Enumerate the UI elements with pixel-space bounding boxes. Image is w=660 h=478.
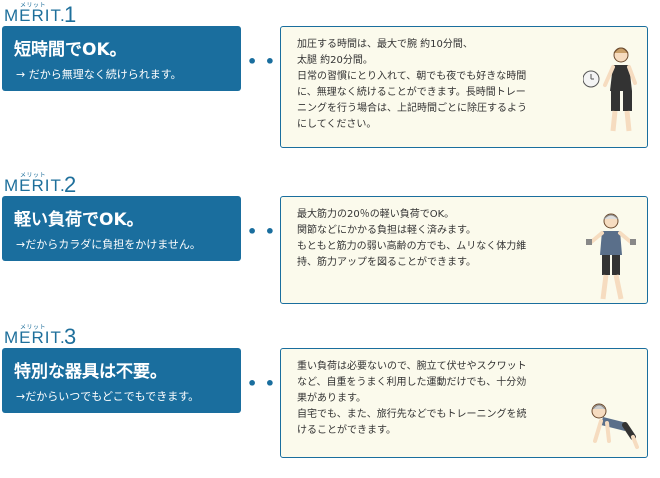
merit-ruby: メリット — [20, 172, 47, 179]
merit-label: MERIT. — [4, 6, 66, 25]
merit-number: 2 — [64, 172, 77, 197]
headline-box: 軽い負荷でOK。 →だからカラダに負担をかけません。 — [2, 196, 241, 261]
elderly-man-exercising-illustration — [586, 213, 636, 300]
merit-ruby: メリット — [20, 324, 47, 331]
merit-section-3: メリット MERIT. 3 特別な器具は不要。 →だからいつでもどこでもできます… — [0, 324, 660, 474]
headline-title: 軽い負荷でOK。 — [14, 210, 144, 230]
headline-subtitle: →だからカラダに負担をかけません。 — [16, 238, 201, 251]
merit-label: MERIT. — [4, 176, 66, 195]
headline-subtitle: →だからいつでもどこでもできます。 — [16, 390, 200, 403]
merit-number: 1 — [64, 2, 77, 27]
headline-box: 短時間でOK。 → だから無理なく続けられます。 — [2, 26, 241, 91]
headline-box: 特別な器具は不要。 →だからいつでもどこでもできます。 — [2, 348, 241, 413]
headline-subtitle: → だから無理なく続けられます。 — [16, 68, 182, 81]
detail-panel: 加圧する時間は、最大で腕 約10分間、 太腿 約20分間。 日常の習慣にとり入れ… — [280, 26, 648, 148]
headline-title: 短時間でOK。 — [14, 40, 127, 60]
merit-section-2: メリット MERIT. 2 軽い負荷でOK。 →だからカラダに負担をかけません。… — [0, 172, 660, 322]
man-doing-pushup-illustration — [591, 403, 639, 449]
merit-label: MERIT. — [4, 328, 66, 347]
headline-title: 特別な器具は不要。 — [14, 362, 167, 382]
merit-number: 3 — [64, 324, 77, 349]
detail-panel: 重い負荷は必要ないので、腕立て伏せやスクワット など、自重をうまく利用した運動だ… — [280, 348, 648, 458]
merit-ruby: メリット — [20, 2, 47, 9]
detail-text: 重い負荷は必要ないので、腕立て伏せやスクワット など、自重をうまく利用した運動だ… — [297, 361, 527, 436]
merit-section-1: メリット MERIT. 1 短時間でOK。 → だから無理なく続けられます。 •… — [0, 2, 660, 152]
detail-panel: 最大筋力の20％の軽い負荷でOK。 関節などにかかる負担は軽く済みます。 もとも… — [280, 196, 648, 304]
woman-with-clock-illustration — [583, 47, 637, 132]
detail-text: 加圧する時間は、最大で腕 約10分間、 太腿 約20分間。 日常の習慣にとり入れ… — [297, 39, 527, 130]
detail-text: 最大筋力の20％の軽い負荷でOK。 関節などにかかる負担は軽く済みます。 もとも… — [297, 209, 527, 268]
